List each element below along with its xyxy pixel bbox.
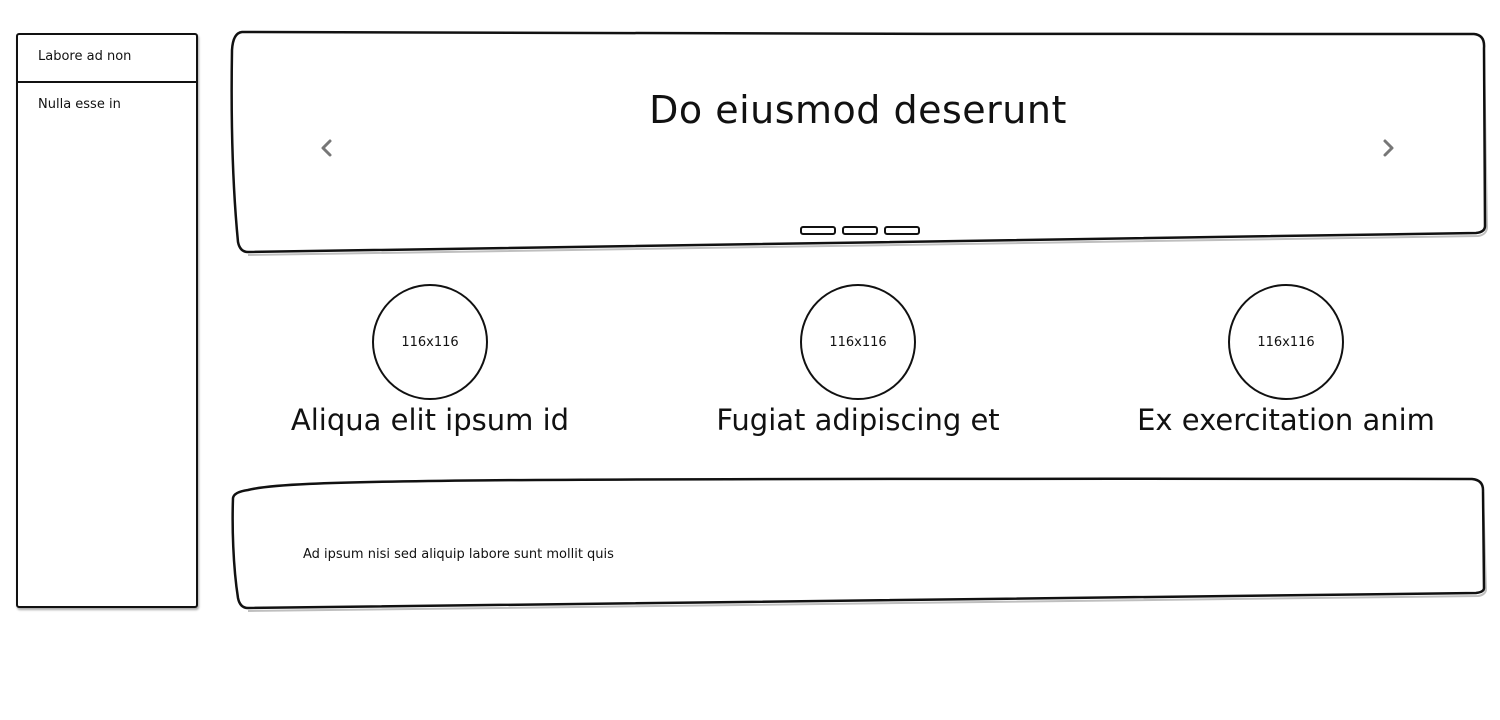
sidebar-item-nulla-esse-in[interactable]: Nulla esse in [18,83,196,131]
carousel-title: Do eiusmod deserunt [649,88,1067,132]
carousel-indicator-2[interactable] [842,226,878,235]
image-size-label: 116x116 [401,334,459,350]
sidebar-item-label: Labore ad non [38,49,132,64]
feature-image-placeholder: 116x116 [800,284,916,400]
carousel: Do eiusmod deserunt [228,30,1489,256]
image-size-label: 116x116 [829,334,887,350]
sidebar: Labore ad non Nulla esse in [16,33,198,608]
feature-card: 116x116 Ex exercitation anim [1106,284,1466,438]
sidebar-item-labore-ad-non[interactable]: Labore ad non [18,35,196,83]
text-panel-text: Ad ipsum nisi sed aliquip labore sunt mo… [303,547,614,562]
feature-title: Aliqua elit ipsum id [290,403,570,437]
text-panel-frame [231,477,1488,612]
feature-card: 116x116 Aliqua elit ipsum id [250,284,610,438]
carousel-indicator-3[interactable] [884,226,920,235]
carousel-frame [230,30,1489,256]
image-size-label: 116x116 [1257,334,1315,350]
sidebar-item-label: Nulla esse in [38,97,121,112]
feature-image-placeholder: 116x116 [372,284,488,400]
feature-image-placeholder: 116x116 [1228,284,1344,400]
feature-card: 116x116 Fugiat adipiscing et [678,284,1038,438]
carousel-indicators [800,226,920,235]
carousel-indicator-1[interactable] [800,226,836,235]
chevron-left-icon [321,139,332,157]
carousel-next-button[interactable] [1376,136,1400,160]
feature-title: Fugiat adipiscing et [716,403,1000,437]
carousel-prev-button[interactable] [315,136,339,160]
chevron-right-icon [1383,139,1394,157]
text-panel: Ad ipsum nisi sed aliquip labore sunt mo… [228,476,1488,612]
feature-title: Ex exercitation anim [1137,403,1435,437]
